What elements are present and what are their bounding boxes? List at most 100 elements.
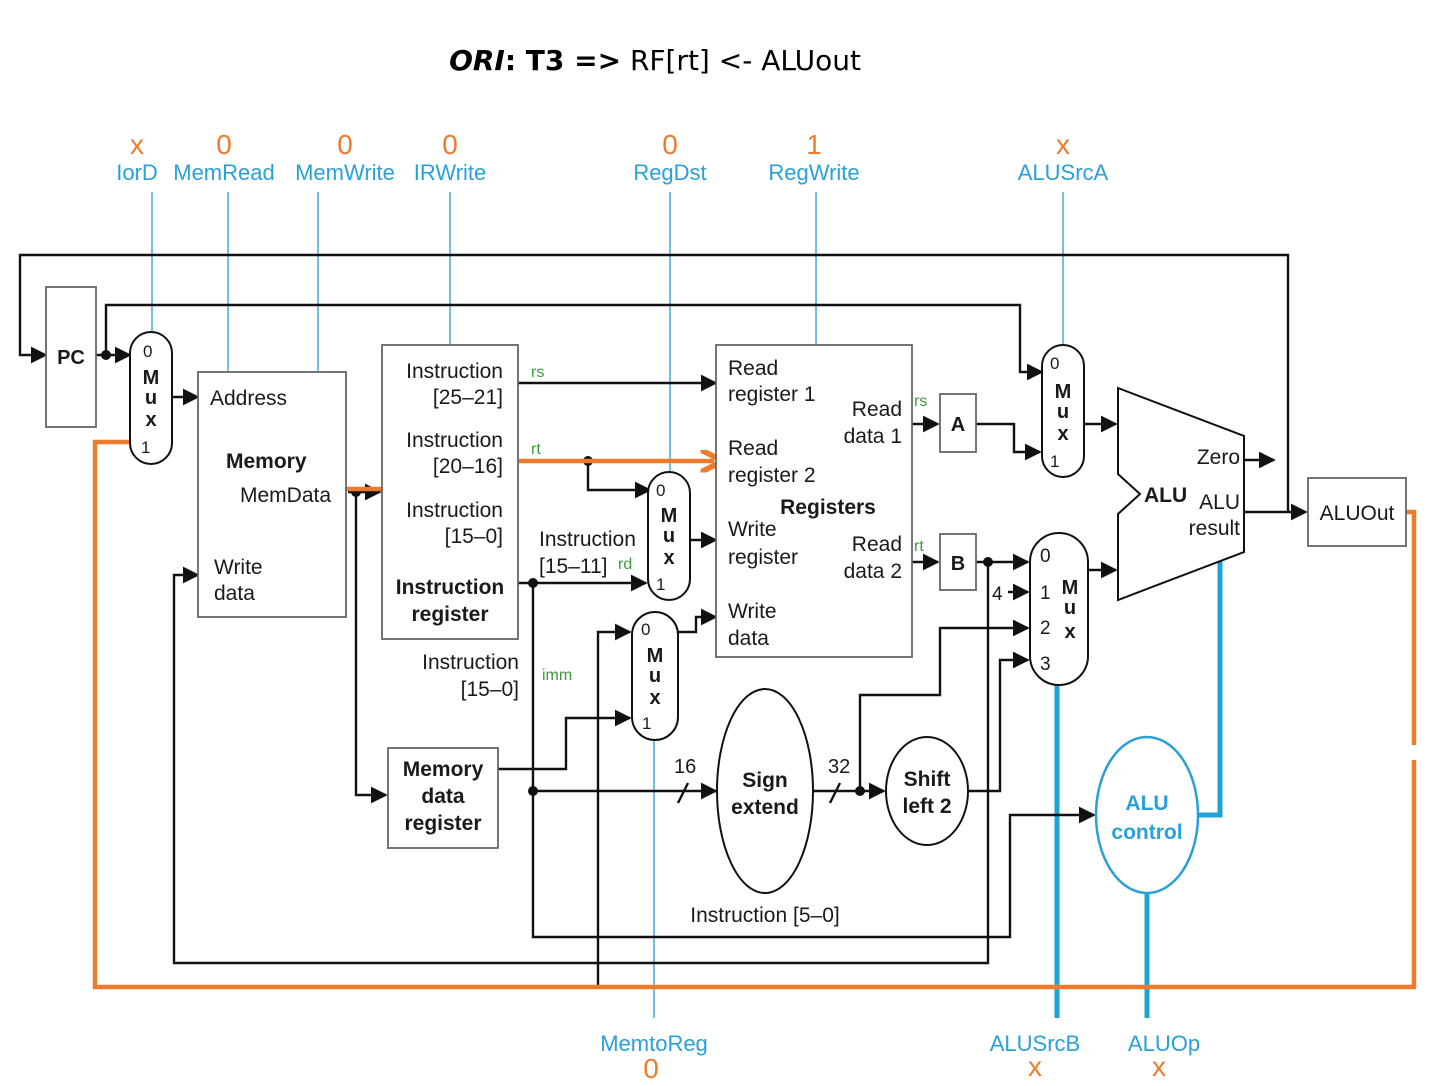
instruction-register: Instruction [25–21] Instruction [20–16] …	[381, 344, 519, 640]
diagram-label: Instruction	[406, 499, 503, 522]
diagram-label: Memory	[226, 450, 307, 473]
diagram-label: Zero	[1197, 446, 1240, 469]
diagram-label: [20–16]	[433, 455, 503, 478]
title-colon: :	[504, 44, 517, 77]
value-alusrcb: x	[1028, 1051, 1042, 1082]
diagram-label: rt	[531, 441, 541, 458]
diagram-label: data 1	[844, 425, 902, 448]
value-iord: x	[130, 129, 144, 160]
diagram-label: extend	[731, 796, 799, 819]
diagram-label: Instruction	[406, 429, 503, 452]
value-aluop: x	[1152, 1051, 1166, 1082]
diagram-label: 32	[828, 756, 850, 778]
diagram-label: rs	[914, 393, 927, 410]
active-path-highlight	[92, 439, 1417, 990]
diagram-label: M	[647, 645, 664, 667]
diagram-label: u	[649, 665, 661, 687]
mux-memtoreg: 0 M u x 1	[631, 611, 679, 741]
datapath-wires	[18, 253, 1308, 987]
diagram-label: M	[1055, 381, 1072, 403]
value-irwrite: 0	[442, 129, 458, 160]
diagram-label: u	[1064, 597, 1076, 619]
signal-memread: MemRead	[173, 160, 274, 185]
diagram-label: [15–11]	[539, 555, 608, 578]
diagram-label: register 1	[728, 383, 816, 406]
diagram-label: 2	[1040, 618, 1051, 639]
diagram-label: rt	[914, 538, 924, 555]
diagram-label: 0	[656, 481, 665, 500]
value-regwrite: 1	[806, 129, 822, 160]
diagram-label: u	[663, 525, 675, 547]
wire-labels: Instruction [15–11] Instruction [15–0] I…	[422, 528, 850, 927]
alu: Zero ALU ALU result	[1117, 386, 1245, 602]
control-wires	[151, 192, 1064, 1018]
diagram-label: [25–21]	[433, 386, 503, 409]
signal-memwrite: MemWrite	[295, 160, 395, 185]
control-signals-top: xIorD0MemRead0MemWrite0IRWrite0RegDst1Re…	[116, 129, 1108, 185]
diagram-label: u	[145, 387, 157, 409]
value-alusrca: x	[1056, 129, 1070, 160]
diagram-label: 0	[641, 620, 650, 639]
diagram-label: 1	[642, 714, 651, 733]
signal-iord: IorD	[116, 160, 158, 185]
diagram-label: x	[1064, 621, 1075, 643]
diagram-label: x	[649, 687, 660, 709]
diagram-label: 16	[674, 756, 696, 778]
shift-left-2: Shift left 2	[885, 736, 969, 846]
diagram-label: Read	[852, 533, 902, 556]
diagram-label: Read	[852, 398, 902, 421]
value-memtoreg: 0	[643, 1053, 659, 1084]
title-action: RF[rt] <- ALUout	[621, 44, 861, 77]
diagram-label: M	[143, 367, 160, 389]
diagram-label: A	[951, 414, 965, 436]
diagram-label: imm	[542, 667, 572, 684]
diagram-label: x	[1057, 423, 1068, 445]
diagram-label: 1	[656, 575, 665, 594]
mux-alusrca: 0 M u x 1	[1041, 344, 1085, 478]
diagram-label: register	[404, 812, 481, 835]
diagram-label: Write	[214, 556, 263, 579]
diagram-label: ALU	[1144, 484, 1187, 507]
diagram-label: B	[951, 553, 965, 575]
signal-regdst: RegDst	[633, 160, 706, 185]
diagram-label: rs	[531, 364, 544, 381]
diagram-label: 0	[1040, 546, 1051, 567]
diagram-label: left 2	[902, 795, 951, 818]
diagram-label: 0	[1050, 354, 1059, 373]
signal-alusrca: ALUSrcA	[1018, 160, 1109, 185]
diagram-label: Sign	[742, 769, 788, 792]
register-a: A	[939, 393, 977, 453]
value-memread: 0	[216, 129, 232, 160]
diagram-label: Instruction	[396, 576, 505, 599]
diagram-label: Read	[728, 437, 778, 460]
diagram-label: ALU	[1125, 792, 1168, 815]
diagram-label: x	[663, 547, 674, 569]
alu-control: ALU control	[1094, 735, 1200, 895]
diagram-label: Instruction	[539, 528, 636, 551]
diagram-label: 1	[1040, 583, 1051, 604]
diagram-label: Instruction	[422, 651, 519, 674]
diagram-label: result	[1189, 517, 1241, 540]
diagram-label: register	[411, 603, 488, 626]
register-b: B	[939, 533, 977, 591]
pc-register: PC	[45, 286, 97, 428]
diagram-label: rd	[618, 556, 632, 573]
diagram-label: register 2	[728, 464, 816, 487]
mux-iord: 0 M u x 1	[129, 331, 173, 465]
diagram-label: [15–0]	[445, 525, 503, 548]
field-annotations: rs rt rd imm rs rt	[531, 364, 927, 684]
diagram-label: M	[1062, 577, 1079, 599]
signal-irwrite: IRWrite	[414, 160, 487, 185]
control-wires-thick	[1054, 553, 1223, 1018]
signal-aluop: ALUOp	[1128, 1031, 1200, 1056]
diagram-label: Instruction	[406, 360, 503, 383]
diagram-label: Memory	[403, 758, 484, 781]
diagram-label: 1	[141, 438, 150, 457]
value-memwrite: 0	[337, 129, 353, 160]
diagram-label: control	[1111, 821, 1182, 844]
diagram-label: x	[145, 409, 156, 431]
diagram-label: data	[728, 627, 769, 650]
diagram-label: data	[214, 582, 255, 605]
signal-alusrcb: ALUSrcB	[990, 1031, 1080, 1056]
